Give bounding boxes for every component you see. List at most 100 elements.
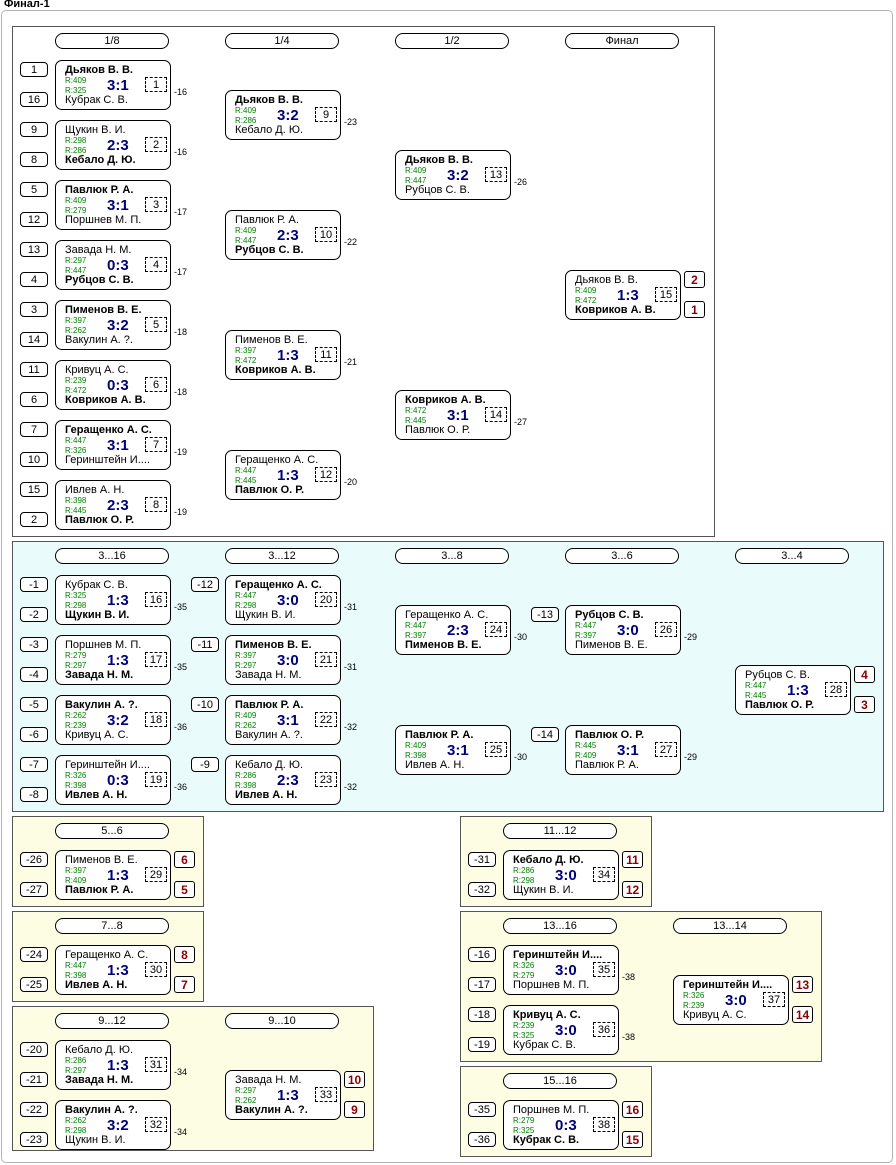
player-1-rating: R:326 — [65, 771, 87, 780]
match-number: 17 — [145, 652, 167, 667]
player-1-name: Рубцов С. В. — [745, 669, 810, 681]
place-badge: 13 — [792, 976, 813, 993]
player-1-rating: R:409 — [65, 76, 87, 85]
player-1-name: Щукин В. И. — [65, 124, 126, 136]
loser-destination: -19 — [174, 507, 188, 517]
round-header: 3...6 — [565, 548, 679, 564]
match-score: 1:3 — [617, 287, 639, 304]
place-badge: 8 — [174, 946, 195, 963]
match-score: 3:0 — [277, 652, 299, 669]
match-number: 35 — [593, 962, 615, 977]
player-1-name: Кривуц А. С. — [65, 364, 129, 376]
player-2-rating: R:286 — [235, 116, 257, 125]
seed-box: -17 — [468, 977, 496, 992]
loser-destination: -38 — [622, 1032, 636, 1042]
seed-box: -23 — [20, 1132, 48, 1147]
player-2-rating: R:445 — [235, 476, 257, 485]
loser-destination: -35 — [174, 602, 188, 612]
place-badge: 15 — [622, 1131, 643, 1148]
player-2-name: Павлюк О. Р. — [745, 699, 814, 711]
player-1-rating: R:297 — [65, 256, 87, 265]
player-1-name: Завада Н. М. — [235, 1074, 302, 1086]
player-2-name: Геринштейн И.... — [65, 454, 150, 466]
player-1-name: Геринштейн И.... — [65, 759, 150, 771]
match-score: 1:3 — [107, 867, 129, 884]
player-1-rating: R:279 — [513, 1116, 535, 1125]
match-score: 3:0 — [555, 962, 577, 979]
match-number: 34 — [593, 867, 615, 882]
match-score: 2:3 — [277, 772, 299, 789]
player-1-rating: R:397 — [235, 651, 257, 660]
player-1-rating: R:409 — [405, 741, 427, 750]
player-1-name: Павлюк Р. А. — [65, 184, 134, 196]
player-2-name: Ковриков А. В. — [235, 364, 316, 376]
player-1-rating: R:447 — [235, 466, 257, 475]
player-2-name: Пименов В. Е. — [575, 639, 648, 651]
place-badge: 1 — [684, 301, 705, 318]
seed-box: -35 — [468, 1102, 496, 1117]
player-1-name: Ивлев А. Н. — [65, 484, 125, 496]
seed-box: -31 — [468, 852, 496, 867]
match-score: 0:3 — [107, 257, 129, 274]
player-1-rating: R:409 — [235, 711, 257, 720]
player-2-name: Ивлев А. Н. — [405, 759, 465, 771]
player-2-name: Завада Н. М. — [235, 669, 302, 681]
match-score: 1:3 — [107, 962, 129, 979]
round-header: 3...4 — [735, 548, 849, 564]
seed-box: 16 — [20, 92, 48, 107]
player-2-name: Кубрак С. В. — [65, 94, 128, 106]
match-number: 32 — [145, 1117, 167, 1132]
match-score: 3:2 — [107, 1117, 129, 1134]
player-2-name: Павлюк О. Р. — [405, 424, 471, 436]
seed-box: 7 — [20, 422, 48, 437]
player-2-rating: R:239 — [683, 1001, 705, 1010]
player-2-rating: R:398 — [405, 751, 427, 760]
player-2-rating: R:326 — [65, 446, 87, 455]
player-1-name: Пименов В. Е. — [65, 854, 138, 866]
player-1-name: Поршнев М. П. — [65, 639, 142, 651]
player-1-name: Павлюк О. Р. — [575, 729, 644, 741]
match-number: 20 — [315, 592, 337, 607]
player-1-name: Геращенко А. С. — [65, 424, 152, 436]
player-1-rating: R:297 — [235, 1086, 257, 1095]
player-1-rating: R:409 — [235, 226, 257, 235]
